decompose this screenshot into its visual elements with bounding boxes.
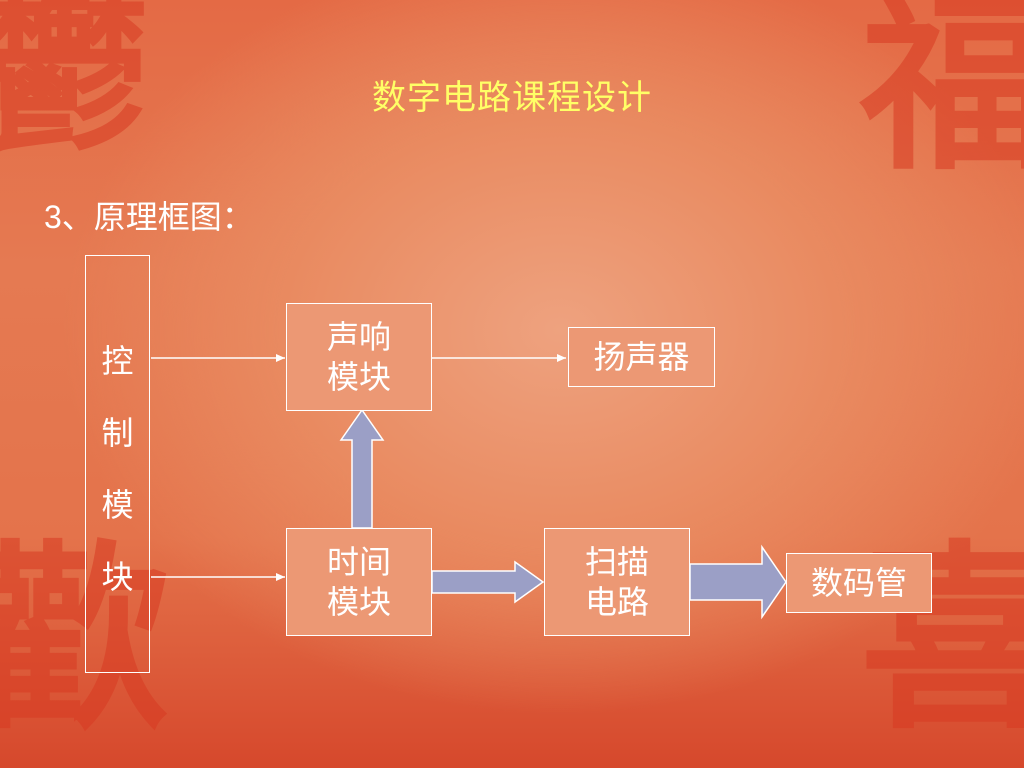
timer-module-box: 时间 模块 [286,528,432,636]
scan-circuit-line2: 电路 [584,583,649,621]
sound-module-line1: 声响 [326,318,391,356]
page-title: 数字电路课程设计 [372,78,652,118]
timer-module-line1: 时间 [326,543,391,581]
timer-module-line2: 模块 [326,583,391,621]
display-tube-box: 数码管 [786,553,932,613]
control-module-char: 块 [101,558,134,596]
section-heading-text: 、原理框图： [61,198,254,236]
speaker-label: 扬声器 [593,338,690,376]
scan-circuit-box: 扫描 电路 [544,528,690,636]
control-module-char: 模 [101,486,134,524]
section-number: 3 [44,199,62,235]
background-calligraphy-decoration: 福 [860,0,1024,196]
control-module-char: 制 [101,414,134,452]
speaker-box: 扬声器 [568,327,715,387]
section-heading: 3、原理框图： [44,192,254,238]
sound-module-box: 声响 模块 [286,303,432,411]
block-arrow-timer-to-scan [431,560,545,604]
sound-module-line2: 模块 [326,358,391,396]
display-tube-label: 数码管 [810,564,907,602]
control-module-char: 控 [101,342,134,380]
background-calligraphy-decoration: 鬱 [0,0,151,175]
block-arrow-scan-to-display [689,544,787,620]
scan-circuit-line1: 扫描 [584,543,649,581]
control-module-box: 控 制 模 块 [85,255,150,673]
block-arrow-timer-to-sound [339,408,385,529]
